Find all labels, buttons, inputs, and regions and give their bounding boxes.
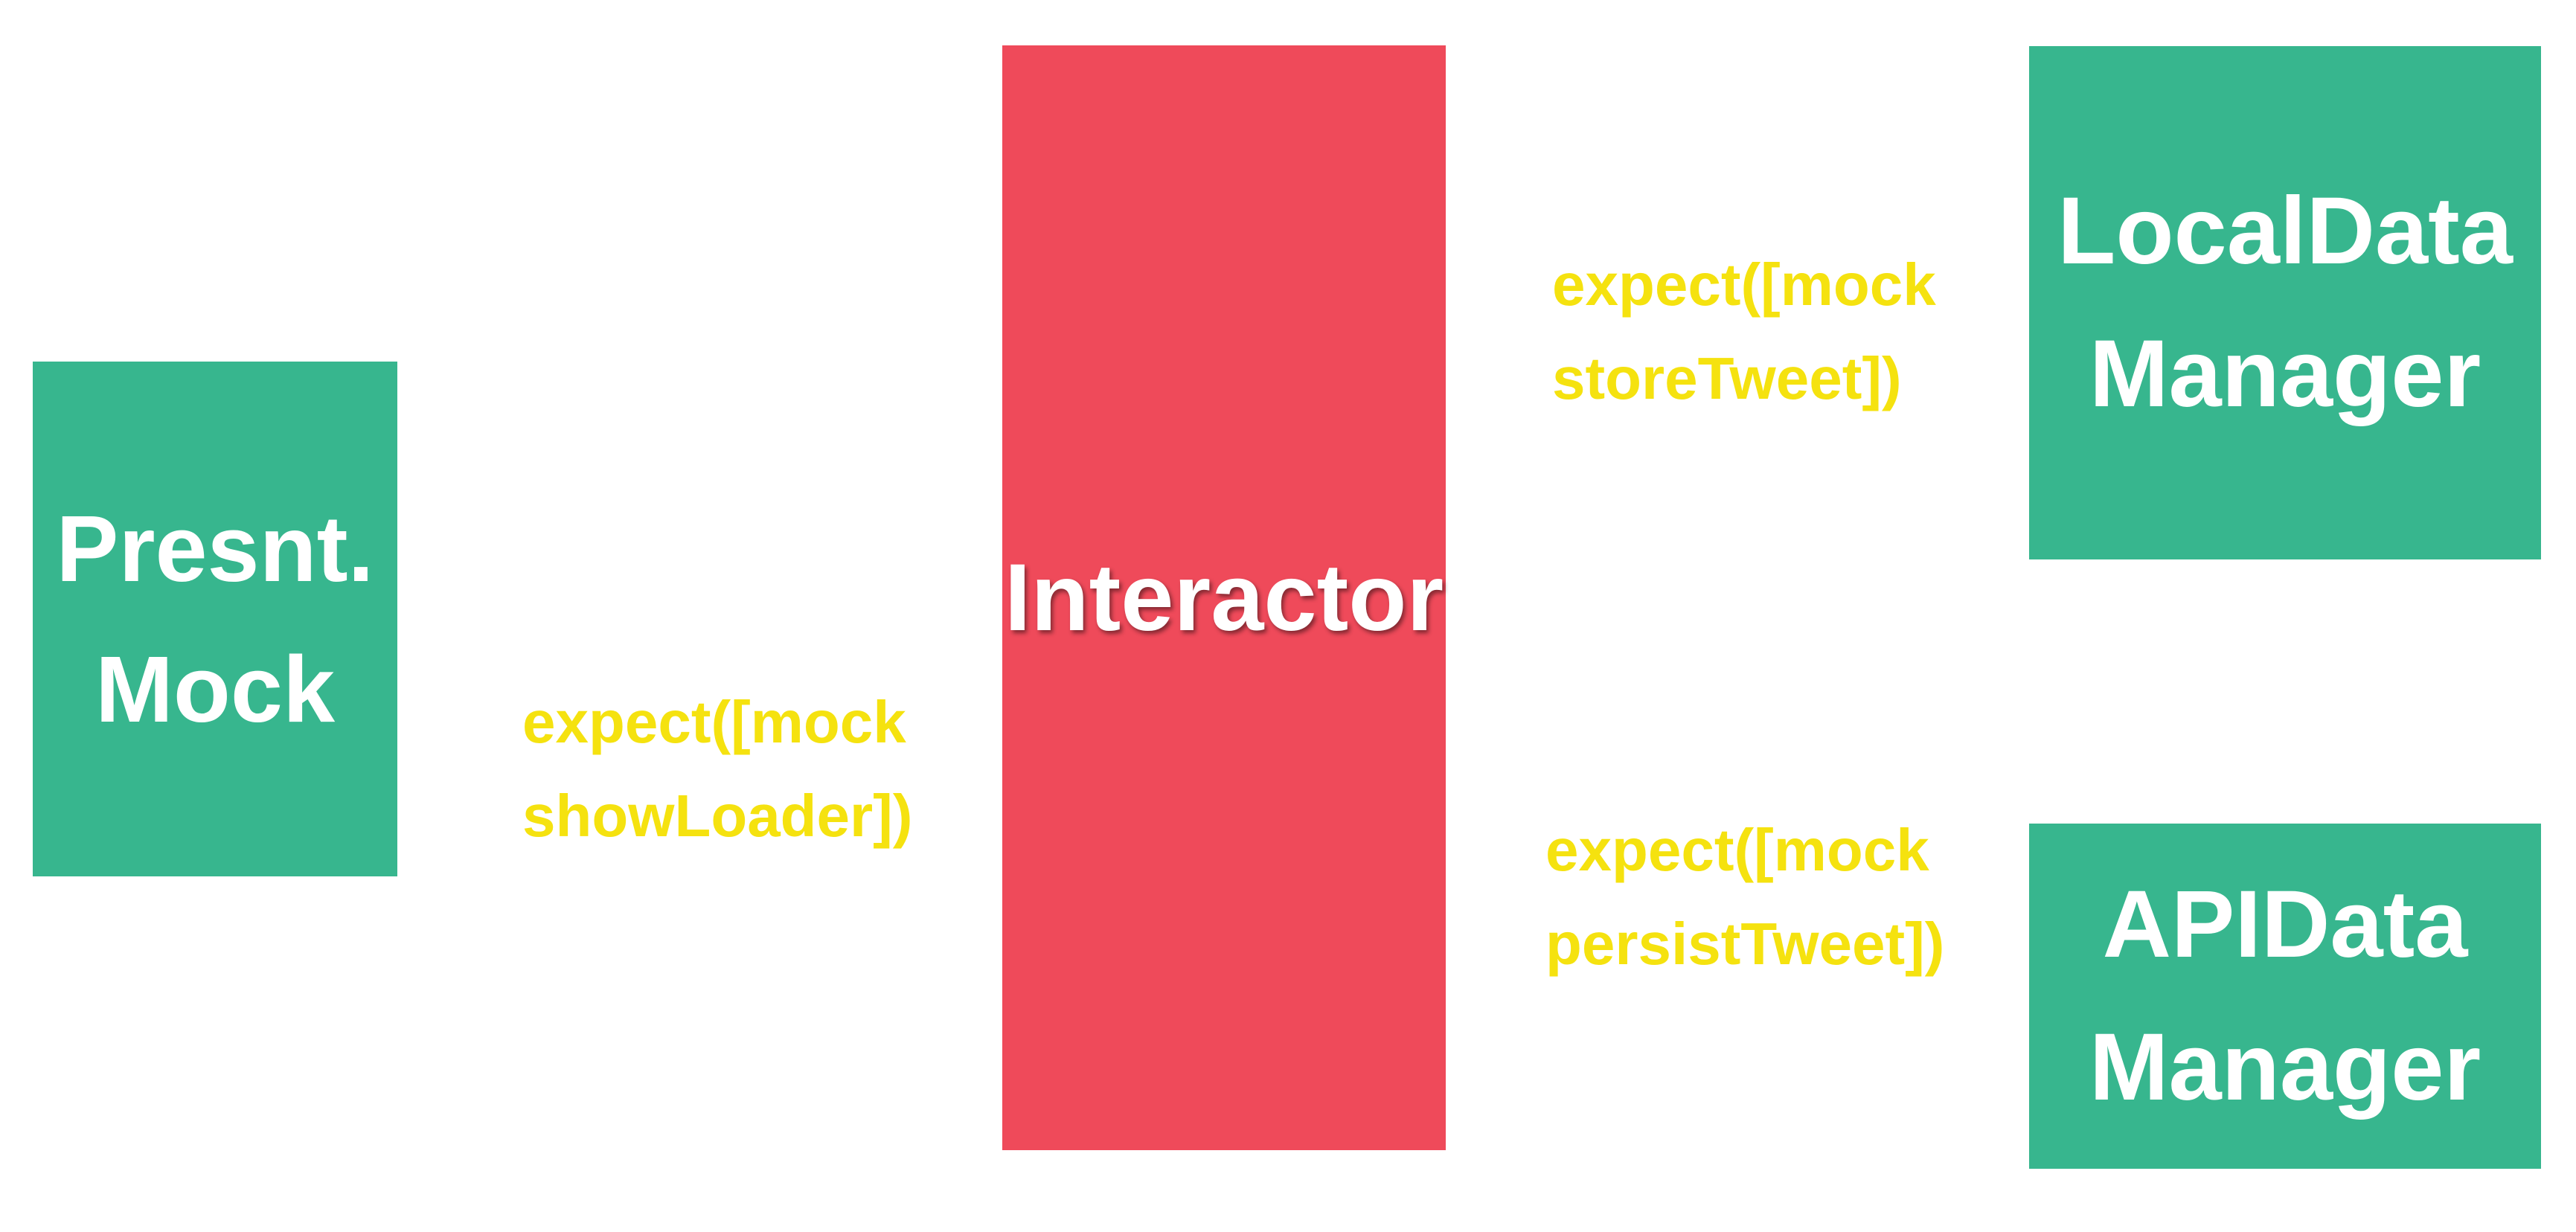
api-data-manager-label: APIData Manager — [2089, 871, 2482, 1120]
interactor-box: Interactor — [1002, 45, 1446, 1150]
local-data-manager-box: LocalData Manager — [2029, 46, 2541, 559]
presenter-mock-label: Presnt. Mock — [56, 496, 374, 742]
store-tweet-expectation: expect([mock storeTweet]) — [1552, 251, 1936, 412]
api-data-manager-box: APIData Manager — [2029, 824, 2541, 1169]
show-loader-expectation: expect([mock showLoader]) — [522, 689, 913, 850]
local-data-manager-label: LocalData Manager — [2057, 178, 2513, 427]
presenter-mock-box: Presnt. Mock — [33, 362, 397, 876]
interactor-label: Interactor — [1004, 544, 1444, 651]
persist-tweet-expectation: expect([mock persistTweet]) — [1545, 817, 1945, 978]
